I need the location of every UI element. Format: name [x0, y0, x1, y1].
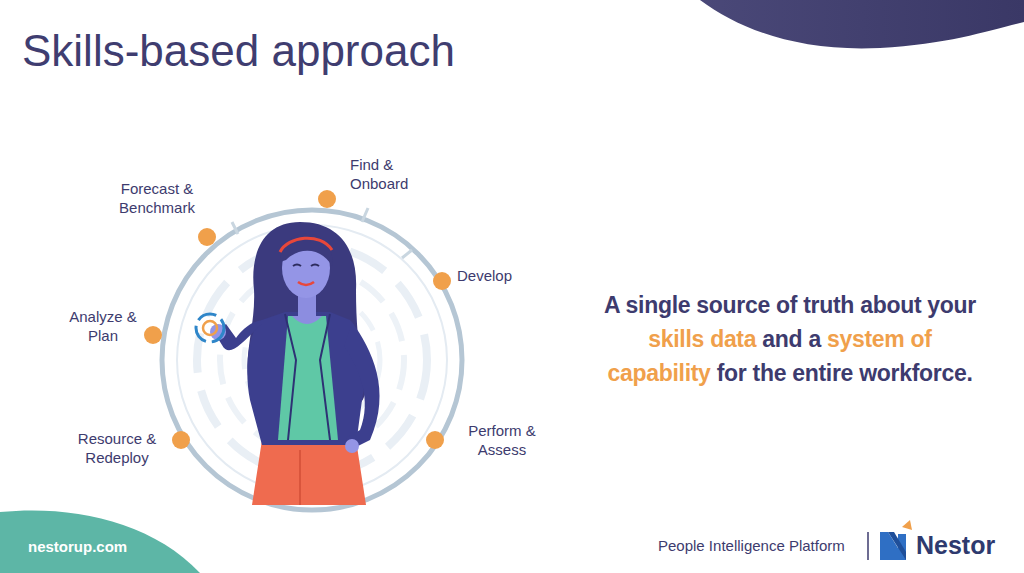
cycle-ring — [162, 208, 462, 510]
brand-name: Nestor — [916, 531, 995, 560]
tagline: People Intelligence Platform — [658, 537, 845, 554]
stage-label: Analyze & Plan — [58, 307, 148, 345]
slogan-text: A single source of truth about your — [604, 292, 976, 318]
website-url: nestorup.com — [28, 538, 127, 555]
stage-label: Forecast & Benchmark — [98, 179, 216, 217]
slogan: A single source of truth about your skill… — [562, 288, 1018, 390]
corner-shape — [700, 0, 1024, 48]
footer-divider — [867, 532, 869, 560]
stage-label: Find & Onboard — [350, 155, 430, 193]
stage-label: Resource & Redeploy — [66, 429, 168, 467]
page-title: Skills-based approach — [22, 26, 455, 76]
logo-mark — [880, 520, 912, 560]
highlight-text: skills data — [648, 326, 756, 352]
corner-shape — [0, 510, 200, 573]
slogan-text: and a — [762, 326, 821, 352]
woman-figure — [196, 222, 380, 505]
slogan-text: for the entire workforce. — [717, 360, 973, 386]
stage-label: Develop — [457, 266, 527, 285]
stage-dot — [144, 190, 451, 449]
highlight-text: capability — [608, 360, 711, 386]
highlight-text: system of — [827, 326, 932, 352]
stage-label: Perform & Assess — [455, 421, 549, 459]
